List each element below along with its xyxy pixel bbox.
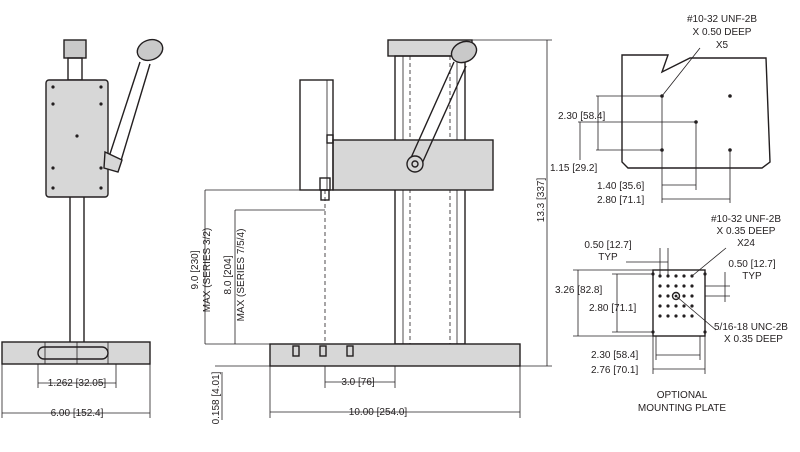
- side-view: 13.3 [337] 9.0 [230] MAX (SERIES 3/2) 8.…: [190, 39, 552, 424]
- front-base: [1, 341, 151, 365]
- head-hole-detail: #10-32 UNF-2B X 0.50 DEEP X5 2.30 [58.4]…: [550, 14, 771, 206]
- side-max-754-label-a: 8.0 [204]: [223, 255, 234, 294]
- head-callout-2: X 0.50 DEEP: [693, 27, 752, 38]
- plate-center-callout-2: X 0.35 DEEP: [724, 334, 783, 345]
- side-hole-spacing-label: 3.0 [76]: [341, 377, 375, 388]
- plate-pitch-left-2: TYP: [598, 252, 618, 263]
- head-callout-1: #10-32 UNF-2B: [687, 14, 757, 25]
- front-carriage-plate: [45, 79, 109, 198]
- front-column-top: [67, 57, 83, 81]
- front-view: 1.262 [32.05] 6.00 [152.4]: [1, 38, 164, 419]
- side-base: [269, 343, 521, 367]
- head-outline: [621, 54, 771, 169]
- side-max-754-label-b: MAX (SERIES 7/5/4): [236, 229, 247, 322]
- plate-dim-326: 3.26 [82.8]: [555, 285, 602, 296]
- plate-dim-280: 2.80 [71.1]: [589, 303, 636, 314]
- head-dim-230: 2.30 [58.4]: [558, 111, 605, 122]
- side-length-label: 10.00 [254.0]: [349, 407, 408, 418]
- plate-center-callout-1: 5/16-18 UNC-2B: [714, 322, 788, 333]
- plate-pitch-right-2: TYP: [742, 271, 762, 282]
- plate-dim-230: 2.30 [58.4]: [591, 350, 638, 361]
- head-callout-3: X5: [716, 40, 729, 51]
- plate-caption-1: OPTIONAL: [657, 390, 708, 401]
- front-slot-width-label: 1.262 [32.05]: [48, 378, 107, 389]
- front-handle: [103, 38, 164, 173]
- side-arm: [332, 139, 494, 191]
- plate-pitch-left-1: 0.50 [12.7]: [584, 240, 631, 251]
- side-max-32-label-a: 9.0 [230]: [190, 250, 201, 289]
- plate-pitch-right-1: 0.50 [12.7]: [728, 259, 775, 270]
- side-max-32-label-b: MAX (SERIES 3/2): [202, 228, 213, 312]
- plate-callout-3: X24: [737, 238, 755, 249]
- side-column: [394, 55, 466, 345]
- head-dim-140: 1.40 [35.6]: [597, 181, 644, 192]
- side-height-label: 13.3 [337]: [536, 178, 547, 223]
- plate-dim-276: 2.76 [70.1]: [591, 365, 638, 376]
- mounting-plate: 3.26 [82.8] 2.80 [71.1] 0.50 [12.7] TYP …: [555, 214, 788, 414]
- plate-callout-2: X 0.35 DEEP: [717, 226, 776, 237]
- side-base-thickness-label: 0.158 [4.01]: [211, 371, 222, 424]
- head-dim-115: 1.15 [29.2]: [550, 163, 597, 174]
- front-column-cap: [63, 39, 87, 59]
- front-overall-width-label: 6.00 [152.4]: [51, 408, 104, 419]
- head-dim-280: 2.80 [71.1]: [597, 195, 644, 206]
- side-handle: [406, 40, 478, 173]
- plate-outline: [652, 269, 706, 337]
- plate-callout-1: #10-32 UNF-2B: [711, 214, 781, 225]
- plate-caption-2: MOUNTING PLATE: [638, 403, 726, 414]
